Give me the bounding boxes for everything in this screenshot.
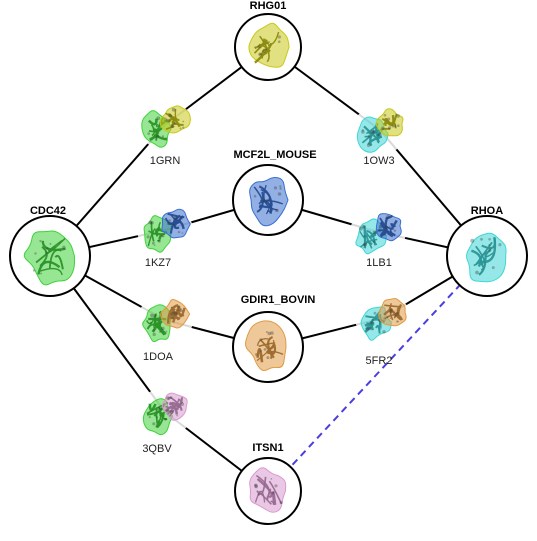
protein-structure-mcf2l: [249, 177, 289, 227]
protein-structure-itsn1: [249, 467, 287, 513]
complexes-layer: 1GRN 1KZ7 1DOA 3QBV 1OW3 1LB1 5FR2: [137, 101, 411, 455]
edges-layer: [49, 46, 488, 492]
complex-part-b-1ow3: [375, 108, 404, 137]
node-label-mcf2l: MCF2L_MOUSE: [233, 149, 316, 161]
complex-part-b-3qbv: [161, 392, 188, 421]
complex-1lb1[interactable]: 1LB1: [350, 208, 406, 269]
complex-label-1ow3: 1OW3: [363, 155, 394, 167]
node-rhoa[interactable]: RHOA: [446, 205, 528, 297]
complex-label-3qbv: 3QBV: [142, 443, 172, 455]
complex-1ow3[interactable]: 1OW3: [352, 106, 408, 167]
complex-label-1lb1: 1LB1: [366, 257, 392, 269]
complex-1doa[interactable]: 1DOA: [137, 296, 193, 363]
complex-label-1grn: 1GRN: [150, 155, 181, 167]
complex-label-1doa: 1DOA: [143, 351, 174, 363]
node-label-rhoa: RHOA: [471, 205, 503, 217]
complex-part-b-1doa: [160, 299, 191, 329]
node-mcf2l[interactable]: MCF2L_MOUSE: [232, 149, 317, 236]
node-label-gdir1: GDIR1_BOVIN: [241, 294, 316, 306]
complex-3qbv[interactable]: 3QBV: [137, 388, 193, 455]
node-rhg01[interactable]: RHG01: [234, 0, 302, 81]
complex-part-b-5fr2: [378, 298, 407, 327]
node-cdc42[interactable]: CDC42: [9, 205, 91, 297]
complex-part-a-3qbv: [142, 398, 174, 436]
complex-1grn[interactable]: 1GRN: [137, 101, 193, 167]
protein-structure-rhoa: [466, 232, 507, 283]
complex-5fr2[interactable]: 5FR2: [355, 294, 411, 367]
complex-part-b-1lb1: [375, 213, 402, 242]
protein-structure-gdir1: [245, 320, 287, 372]
complex-label-5fr2: 5FR2: [366, 355, 393, 367]
node-label-rhg01: RHG01: [250, 0, 287, 12]
node-itsn1[interactable]: ITSN1: [234, 442, 302, 525]
complex-part-b-1kz7: [161, 208, 191, 239]
node-label-cdc42: CDC42: [30, 205, 66, 217]
protein-structure-cdc42: [23, 230, 76, 286]
complex-label-1kz7: 1KZ7: [145, 257, 171, 269]
node-gdir1[interactable]: GDIR1_BOVIN: [232, 294, 316, 383]
complex-part-b-1grn: [159, 105, 192, 134]
edge-itsn1-rhoa: [267, 255, 488, 492]
protein-structure-rhg01: [248, 22, 290, 68]
complex-1kz7[interactable]: 1KZ7: [137, 206, 193, 269]
node-label-itsn1: ITSN1: [252, 442, 283, 454]
